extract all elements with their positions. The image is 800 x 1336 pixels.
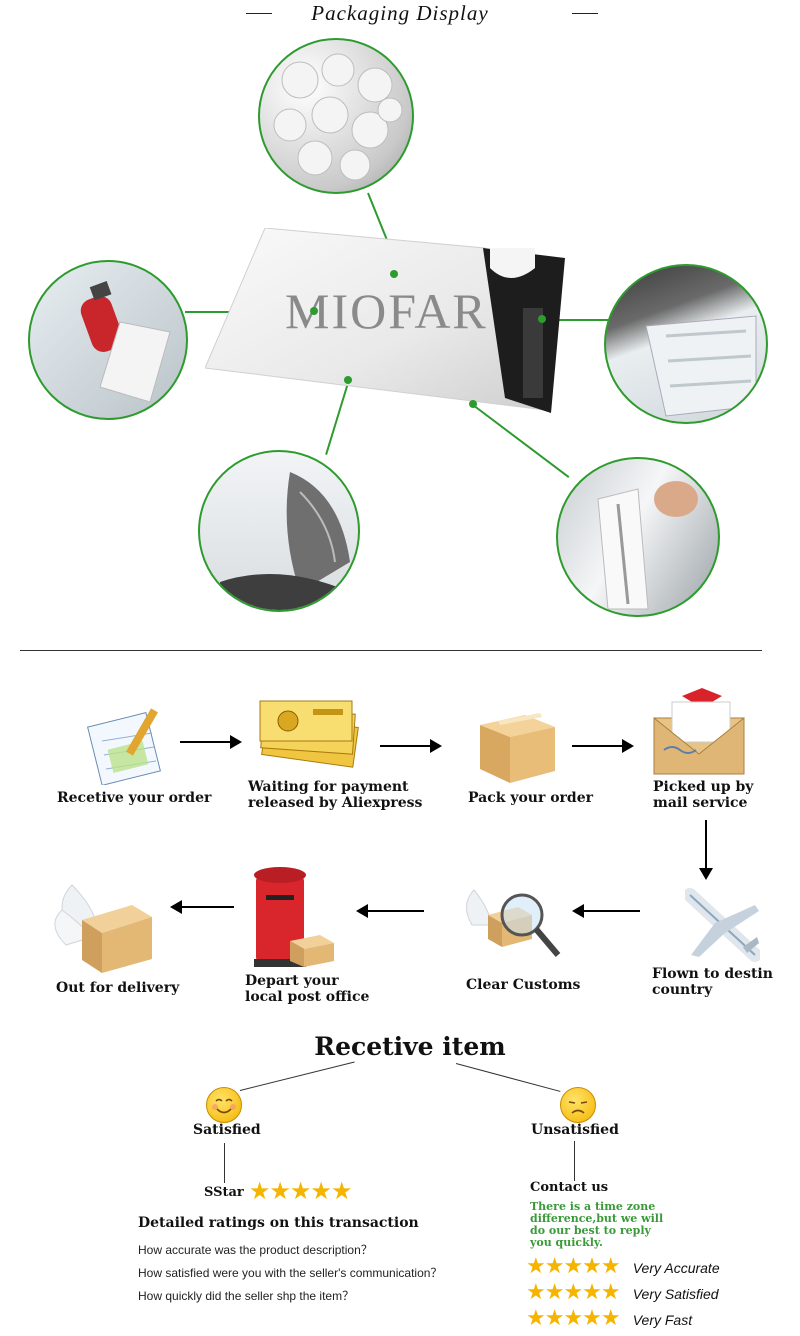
bag-fold-icon <box>198 450 360 612</box>
star-rating-icon: ★★★★★ <box>248 1177 353 1205</box>
step-label-out-for-delivery: Out for delivery <box>56 980 180 996</box>
rating-row-fast: ★★★★★ Very Fast <box>526 1308 692 1330</box>
flow-arrow <box>356 904 424 918</box>
step-label-pack-order: Pack your order <box>468 790 594 806</box>
connector-line <box>224 1143 225 1183</box>
box-icon <box>470 705 560 785</box>
unsatisfied-face-icon <box>560 1087 596 1123</box>
connector-dot <box>310 307 318 315</box>
rating-text: Very Accurate <box>632 1260 720 1276</box>
step-label-flown: Flown to destin country <box>652 966 773 998</box>
receive-item-title: Recetive item <box>314 1032 506 1061</box>
rating-text: Very Fast <box>632 1312 693 1328</box>
money-icon <box>258 695 360 770</box>
title-dash-left <box>246 13 272 14</box>
connector-line <box>239 1061 355 1091</box>
sstar-row: SStar ★★★★★ <box>204 1177 353 1205</box>
star-rating-icon: ★★★★★ <box>526 1306 621 1331</box>
winged-box-icon <box>52 875 162 975</box>
step-label-waiting-payment: Waiting for payment released by Aliexpre… <box>248 779 423 811</box>
section-title: Packaging Display <box>0 0 800 25</box>
mailer-bag-image <box>204 227 565 413</box>
sstar-label: SStar <box>204 1185 244 1200</box>
question-accuracy: How accurate was the product description… <box>138 1243 373 1257</box>
connector-line <box>541 319 608 321</box>
connector-line <box>455 1063 561 1092</box>
airplane-icon <box>683 885 762 965</box>
flow-arrow <box>380 739 442 753</box>
step-label-clear-customs: Clear Customs <box>466 977 581 993</box>
flow-arrow-down <box>699 820 713 880</box>
order-form-icon <box>80 705 170 786</box>
connector-dot <box>469 400 477 408</box>
satisfied-face-icon <box>206 1087 242 1123</box>
question-shipping: How quickly did the seller shp the item？ <box>138 1289 355 1303</box>
postbox-icon <box>250 863 338 968</box>
rating-row-accurate: ★★★★★ Very Accurate <box>526 1256 720 1278</box>
satisfied-label: Satisfied <box>193 1122 261 1138</box>
rating-text: Very Satisfied <box>632 1286 719 1302</box>
step-label-depart-post-office: Depart your local post office <box>245 973 370 1005</box>
connector-dot <box>538 315 546 323</box>
question-communication: How satisfied were you with the seller's… <box>138 1266 443 1280</box>
flow-arrow <box>180 735 242 749</box>
time-zone-note: There is a time zone difference,but we w… <box>530 1200 664 1249</box>
star-rating-icon: ★★★★★ <box>526 1254 621 1279</box>
connector-dot <box>344 376 352 384</box>
envelope-icon <box>652 688 747 776</box>
fire-extinguisher-icon <box>28 260 188 420</box>
title-text: Packaging Display <box>311 1 489 25</box>
rating-row-satisfied: ★★★★★ Very Satisfied <box>526 1282 719 1304</box>
step-label-receive-order: Recetive your order <box>57 790 212 806</box>
title-dash-right <box>572 13 598 14</box>
connector-dot <box>390 270 398 278</box>
flow-arrow <box>572 739 634 753</box>
pellets-icon <box>258 38 414 194</box>
brand-logo: MIOFAR <box>285 283 488 339</box>
stretch-film-icon <box>556 457 720 617</box>
step-label-picked-up: Picked up by mail service <box>653 779 754 811</box>
contact-us-title: Contact us <box>530 1180 609 1195</box>
flow-arrow <box>170 900 234 914</box>
ratings-title: Detailed ratings on this transaction <box>138 1215 419 1231</box>
connector-line <box>574 1141 575 1181</box>
star-rating-icon: ★★★★★ <box>526 1280 621 1305</box>
unsatisfied-label: Unsatisfied <box>531 1122 619 1138</box>
seal-strip-icon <box>604 264 768 424</box>
connector-line <box>472 404 570 479</box>
section-divider <box>20 650 762 651</box>
magnifier-icon <box>462 885 562 960</box>
flow-arrow <box>572 904 640 918</box>
